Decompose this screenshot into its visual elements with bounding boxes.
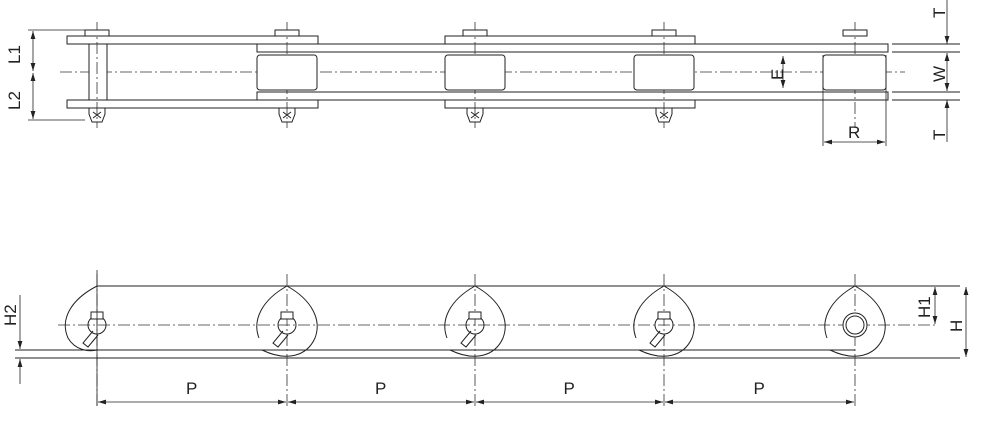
label-w: W: [930, 66, 949, 82]
plate-lobe: [261, 285, 318, 357]
plate-lobe: [829, 285, 886, 357]
plate-band-top: [256, 43, 889, 53]
label-t-bottom: T: [930, 130, 949, 140]
plate-lobe-back: [444, 285, 476, 339]
dimensions: [17, 0, 969, 406]
roller: [822, 54, 887, 91]
label-h1: H1: [915, 296, 934, 318]
pin-head: [274, 29, 300, 37]
roller-bushing-inner: [845, 315, 865, 335]
label-r: R: [848, 123, 860, 142]
cotter-icon: [460, 330, 477, 348]
plate-lobe: [449, 285, 506, 357]
label-pitch: P: [754, 379, 765, 398]
cotter-pin-icon: [466, 107, 484, 123]
label-h: H: [947, 320, 966, 332]
plate-lobe-back: [633, 285, 665, 339]
label-t-top: T: [930, 8, 949, 18]
pin-head: [842, 29, 868, 37]
pin-sleeve: [88, 43, 108, 101]
plate-lobe: [638, 285, 695, 357]
cotter-pin-icon: [278, 107, 296, 123]
plate-lobe-left: [64, 285, 98, 352]
outer-plate-top-2: [444, 35, 696, 45]
side-view: [15, 274, 960, 406]
roller-bushing-outer: [842, 312, 868, 338]
pin-head: [462, 29, 488, 37]
nut-icon: [468, 311, 482, 320]
pin-head: [84, 29, 110, 37]
cotter-icon: [82, 330, 99, 348]
top-view: [60, 22, 960, 128]
roller: [444, 54, 506, 91]
plate-lobe-back: [256, 285, 288, 339]
outer-plate-bottom-2: [444, 99, 696, 109]
plate-band-bottom: [256, 91, 889, 101]
label-pitch: P: [186, 379, 197, 398]
cotter-icon: [649, 330, 666, 348]
roller: [633, 54, 695, 91]
cotter-icon: [272, 330, 289, 348]
label-pitch: P: [375, 379, 386, 398]
plate-lobe-back: [824, 285, 856, 339]
cotter-pin-icon: [655, 107, 673, 123]
label-e: E: [768, 69, 787, 80]
label-pitch: P: [564, 379, 575, 398]
pin-head: [651, 29, 677, 37]
nut-icon: [657, 311, 671, 320]
outer-plate-bottom: [66, 99, 319, 109]
roller: [256, 54, 318, 91]
label-l1: L1: [5, 45, 24, 64]
nut-icon: [280, 311, 294, 320]
label-h2: H2: [1, 304, 20, 326]
cotter-pin-icon: [88, 107, 106, 123]
label-l2: L2: [5, 91, 24, 110]
outer-plate-top: [66, 35, 319, 45]
